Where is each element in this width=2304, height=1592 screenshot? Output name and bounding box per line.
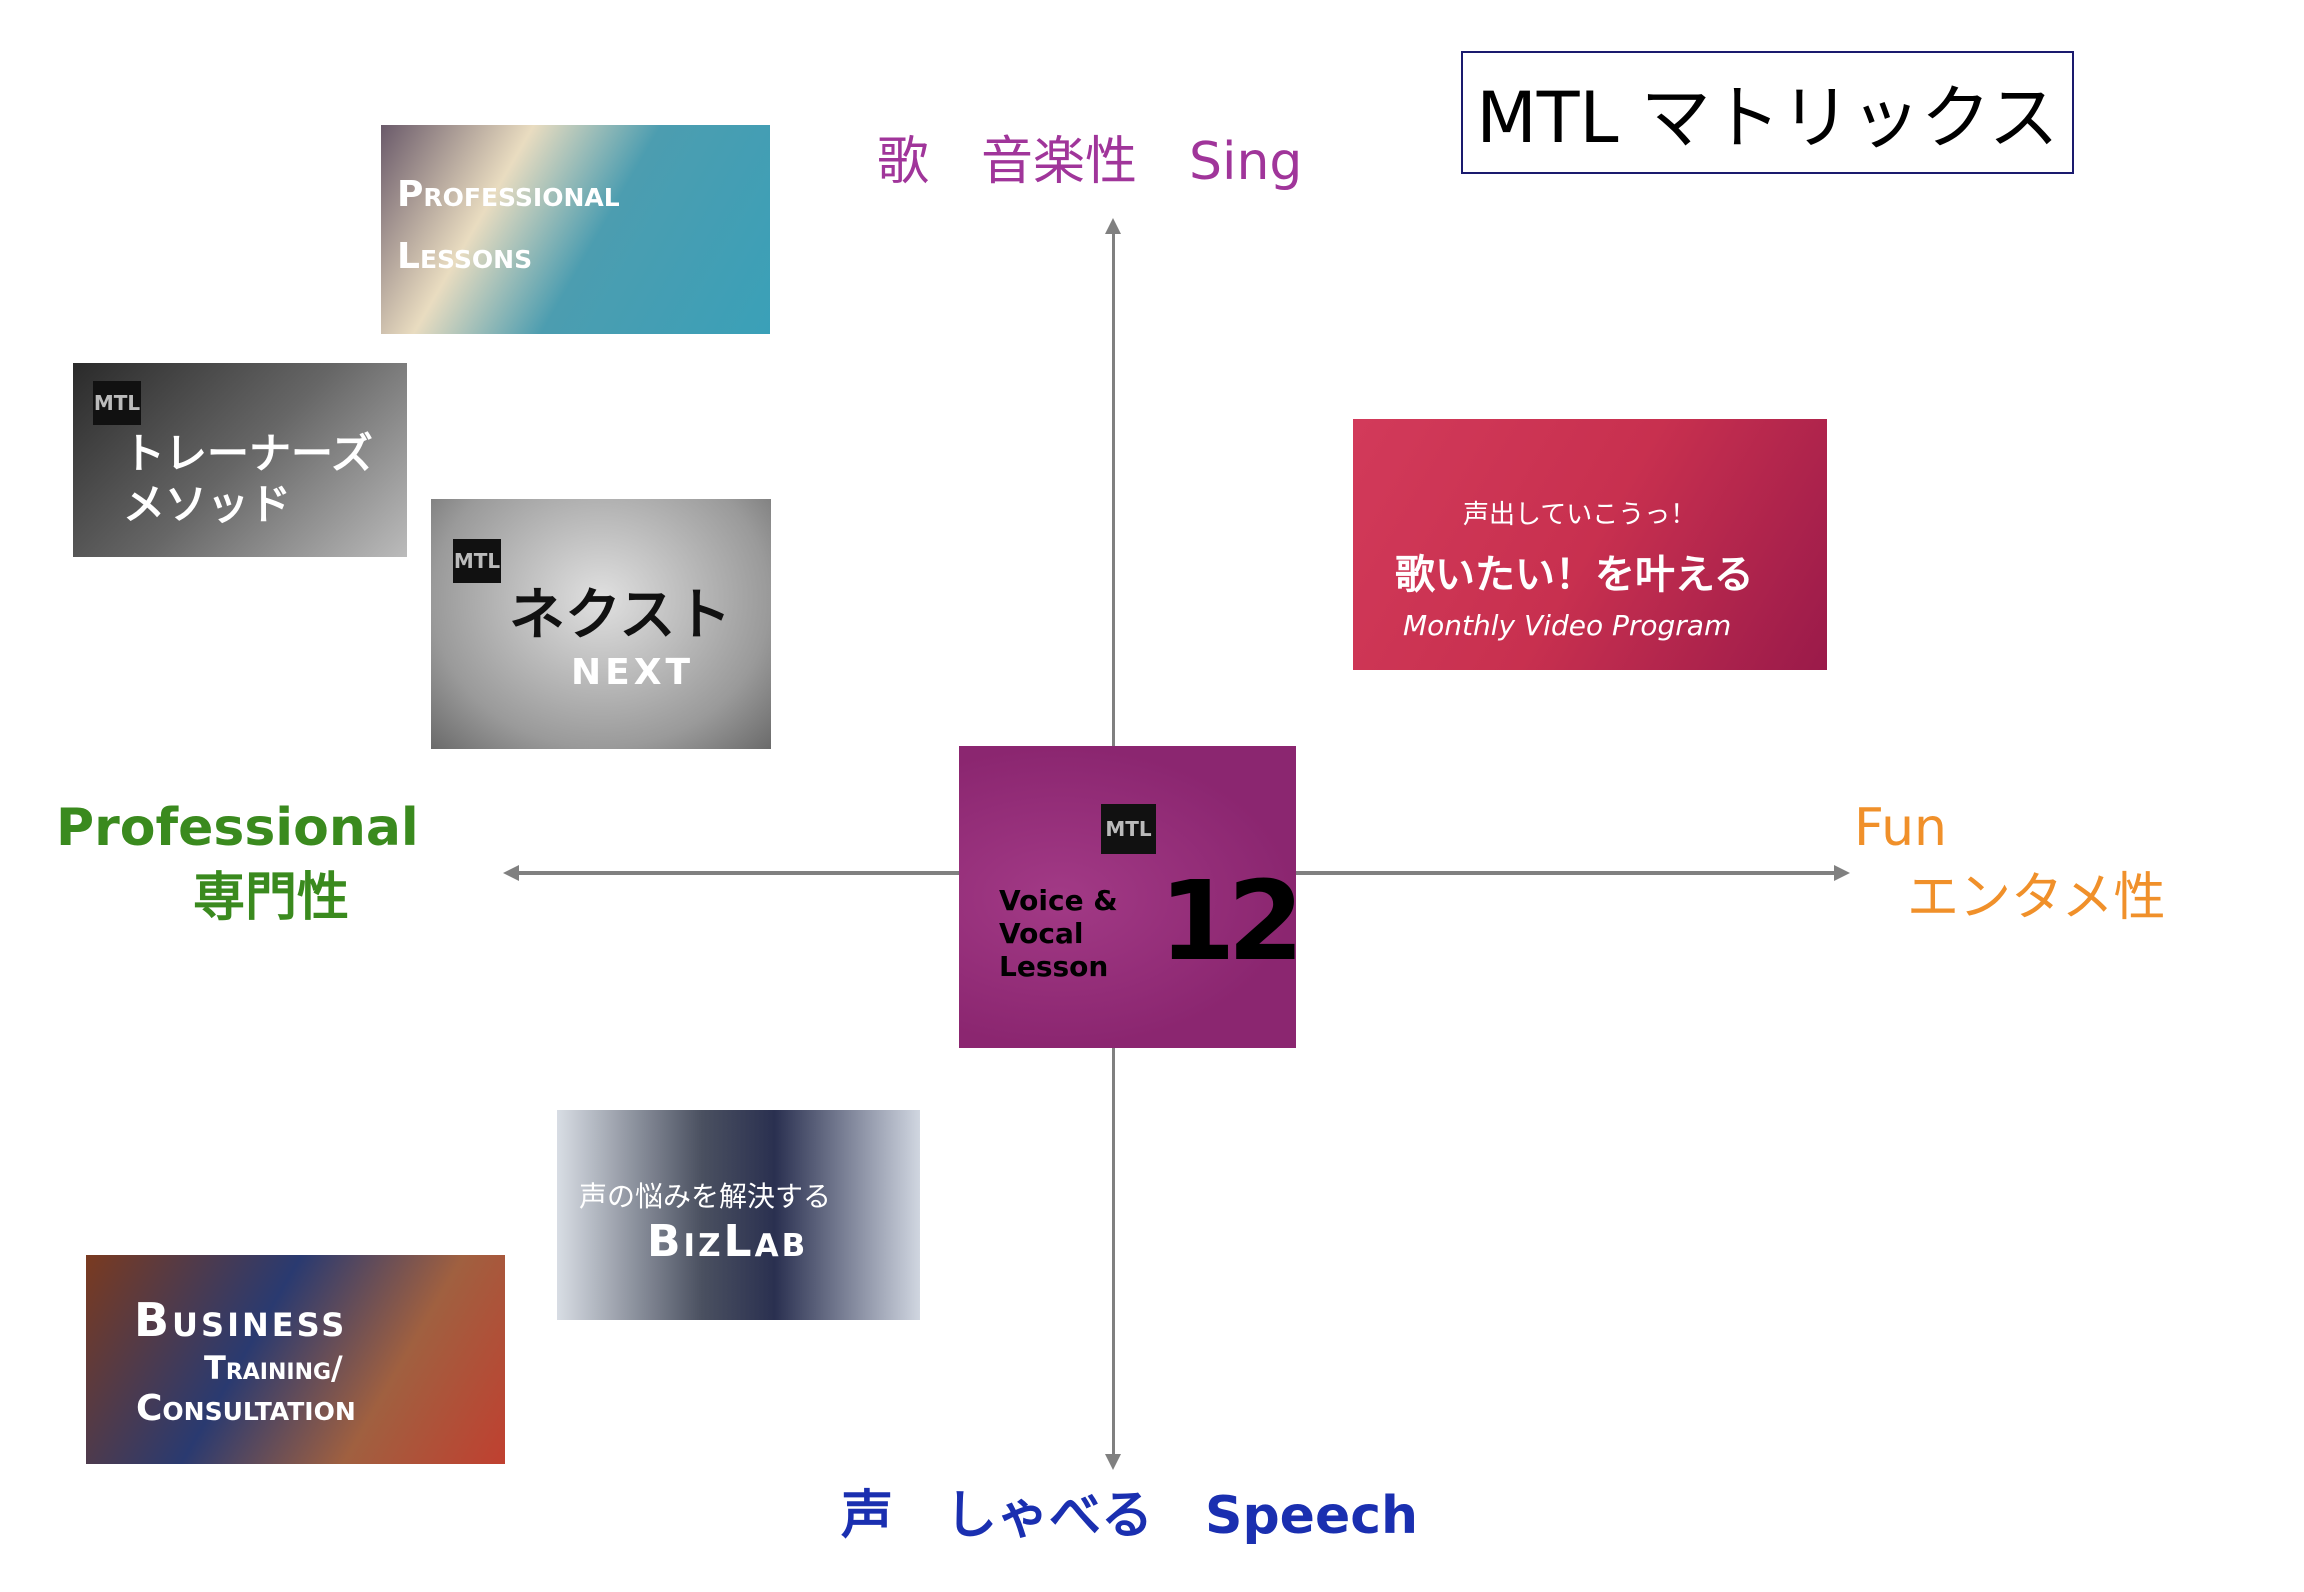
- center-line1: Voice &: [999, 884, 1118, 917]
- card-bizlab[interactable]: 声の悩みを解決する BizLab: [557, 1110, 920, 1320]
- arrow-down-icon: [1105, 1454, 1121, 1470]
- axis-right: [1296, 871, 1836, 875]
- axis-label-fun: Fun: [1854, 798, 1947, 858]
- mtl-badge: MTL: [1101, 804, 1156, 854]
- card-business-training[interactable]: Business Training/ Consultation: [86, 1255, 505, 1464]
- card-line2: Training/: [204, 1349, 343, 1387]
- axis-up: [1112, 228, 1115, 746]
- center-line2: Vocal: [999, 917, 1084, 950]
- card-line2: Lessons: [397, 236, 533, 277]
- matrix-title: MTL マトリックス: [1461, 51, 2074, 174]
- card-trainers-method[interactable]: MTL トレーナーズ メソッド: [73, 363, 407, 557]
- card-line2: 歌いたい！を叶える: [1395, 552, 1754, 598]
- axis-label-senmonsei: 専門性: [193, 868, 350, 928]
- arrow-up-icon: [1105, 218, 1121, 234]
- card-line3: Monthly Video Program: [1403, 609, 1732, 642]
- card-line1: Business: [134, 1293, 348, 1347]
- axis-label-professional: Professional: [56, 798, 419, 858]
- mtl-badge: MTL: [453, 539, 501, 583]
- arrow-right-icon: [1834, 865, 1850, 881]
- axis-label-sing: 歌 音楽性 Sing: [877, 132, 1303, 192]
- arrow-left-icon: [503, 865, 519, 881]
- center-line3: Lesson: [999, 950, 1109, 983]
- axis-left: [515, 871, 959, 875]
- card-line1: 声の悩みを解決する: [579, 1180, 832, 1213]
- card-line1: トレーナーズ: [123, 429, 373, 478]
- center-number: 12: [1159, 857, 1296, 985]
- axis-label-entame: エンタメ性: [1907, 868, 2166, 928]
- axis-down: [1112, 1048, 1115, 1458]
- card-line3: Consultation: [136, 1388, 356, 1429]
- card-line1: Professional: [397, 174, 620, 215]
- card-line2: BizLab: [647, 1216, 809, 1267]
- card-line1: 声出していこうっ！: [1463, 500, 1697, 530]
- card-professional-lessons[interactable]: Professional Lessons: [381, 125, 770, 334]
- mtl-badge: MTL: [93, 381, 141, 425]
- card-line2: NEXT: [571, 652, 695, 693]
- axis-label-speech: 声 しゃべる Speech: [841, 1486, 1419, 1546]
- card-line2: メソッド: [123, 480, 292, 529]
- center-voice-vocal-lesson-12[interactable]: MTL Voice & Vocal Lesson 12: [959, 746, 1296, 1048]
- card-monthly-video-program[interactable]: 声出していこうっ！ 歌いたい！を叶える Monthly Video Progra…: [1353, 419, 1827, 670]
- card-next[interactable]: MTL ネクスト NEXT: [431, 499, 771, 749]
- card-line1: ネクスト: [509, 583, 732, 648]
